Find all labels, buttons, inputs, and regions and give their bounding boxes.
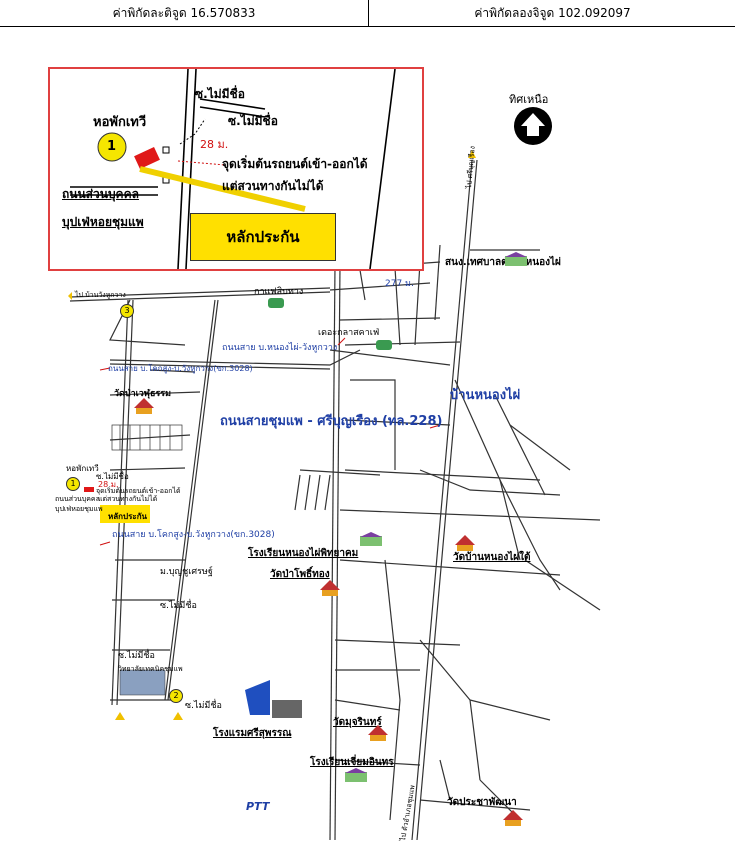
label-distance-277: 277 ม. [385, 279, 414, 289]
inset-road2: บุปเฟ่หอยชุมแพ [62, 215, 144, 229]
label-wat-pa-photong: วัดป่าโพธิ์ทอง [270, 569, 330, 580]
label-cafe-kaleao: เดอะกลาสคาเฟ่ [318, 328, 380, 338]
temple-icon [368, 725, 388, 741]
label-road-khoksung-top: ถนนสาย บ.โคกสูง-บ.วังหูกวาง(ขก.3028) [108, 364, 253, 373]
label-lane-small1: ซ.ไม่มีชื่อ [96, 472, 129, 481]
marker-2: 2 [169, 689, 183, 703]
label-cafe-bus: กาแฟสิบทาง [254, 287, 304, 297]
label-village-bunsiri: ม.บุญชูเศรษฐ์ [160, 567, 213, 577]
label-nongphai-municipality: สนง.เทศบาลตำบลหนองไผ่ [445, 255, 561, 270]
plot-parcel [134, 147, 160, 169]
label-hotel: โรงแรมศรีสุพรรณ [213, 728, 292, 739]
label-entry-small: จุดเริ่มต้นรถยนต์เข้า-ออกได้ [96, 487, 181, 495]
header-divider [368, 0, 369, 27]
temple-icon [503, 810, 523, 826]
label-road-khoksung-bottom: ถนนสาย บ.โคกสูง-บ.วังหูกวาง(ขก.3028) [112, 530, 275, 540]
label-college: วิทยาลัยเทคนิคชุมแพ [118, 665, 183, 673]
collateral-label: หลักประกัน [226, 228, 300, 246]
marker-1-small: 1 [66, 477, 80, 491]
temple-icon [455, 535, 475, 551]
label-wat-ban-nongphai: วัดบ้านหนองไผ่ใต้ [453, 552, 531, 563]
inset-map: หอพักเทวี ซ.ไม่มีชื่อ ซ.ไม่มีชื่อ 28 ม. … [48, 67, 424, 271]
inset-entry-note2: แต่สวนทางกันไม่ได้ [222, 179, 324, 193]
label-wat-pa-wetchatham: วัดป่าเวฬุธรรม [114, 389, 172, 399]
label-wat-mucharin: วัดมุจรินทร์ [333, 717, 382, 728]
marker-1-label: 1 [70, 479, 76, 488]
label-school-chiam: โรงเรียนเจี่ยมอินทร [310, 757, 394, 768]
inset-dorm-label: หอพักเทวี [93, 115, 147, 130]
compass-label: ทิศเหนือ [509, 93, 549, 106]
inset-road1: ถนนส่วนบุคคล [62, 187, 139, 201]
north-arrow-icon [514, 107, 552, 145]
label-ban-nongphai: บ้านหนองไผ่ [450, 388, 521, 403]
school-icon [360, 532, 382, 546]
header-underline [0, 26, 600, 27]
label-nongphai-municipality-text: สนง.เทศบาลตำบลหนองไผ่ [445, 257, 561, 268]
label-ptt: PTT [246, 800, 270, 813]
collateral-box: หลักประกัน [190, 213, 336, 261]
label-to-banwang: ไป บ้านวังหูกวาง [75, 291, 126, 299]
coordinate-header: ค่าพิกัดละติจูด 16.570833 ค่าพิกัดลองจิจ… [0, 0, 735, 28]
compass: ทิศเหนือ [505, 90, 565, 150]
inset-roads [70, 69, 396, 269]
label-road-small2: บุปเฟ่หอยชุมแพ [55, 505, 103, 513]
marker-3-label: 3 [124, 306, 130, 315]
label-collateral-small: หลักประกัน [108, 512, 148, 521]
temple-icon [134, 398, 154, 414]
label-road-nongphai-wangwang: ถนนสาย บ.หนองไผ่-วังหูกวาง [222, 343, 338, 353]
label-lane-small3: ซ.ไม่มีชื่อ [118, 651, 155, 661]
label-entry-small2: แต่สวนทางกันไม่ได้ [98, 495, 158, 503]
cafe-icon [268, 298, 284, 308]
municipality-icon [505, 252, 527, 266]
cafe-icon [376, 340, 392, 350]
school-icon [345, 768, 367, 782]
marker-2-label: 2 [173, 691, 179, 700]
marker-3: 3 [120, 304, 134, 318]
inset-lane2: ซ.ไม่มีชื่อ [228, 114, 278, 128]
label-lane-small4: ซ.ไม่มีชื่อ [185, 701, 222, 711]
inset-distance: 28 ม. [200, 138, 229, 151]
label-main-road: ถนนสายชุมแพ - ศรีบุญเรือง (ทล.228) [220, 414, 443, 429]
label-dist-small: 28 ม. [98, 480, 119, 489]
hotel-marker-shape [245, 680, 270, 715]
inset-marker-label: 1 [107, 139, 117, 154]
latitude-label: ค่าพิกัดละติจูด 16.570833 [112, 5, 256, 20]
temple-icon [320, 580, 340, 596]
inset-entry-note: จุดเริ่มต้นรถยนต์เข้า-ออกได้ [222, 157, 368, 171]
label-dorm-small: หอพักเทวี [66, 464, 99, 473]
label-wat-prachaphatthana: วัดประชาพัฒนา [447, 797, 517, 808]
inset-lane1: ซ.ไม่มีชื่อ [195, 87, 245, 101]
label-lane-small2: ซ.ไม่มีชื่อ [160, 601, 197, 611]
longitude-label: ค่าพิกัดลองจิจูด 102.092097 [474, 5, 631, 20]
label-road-small1: ถนนส่วนบุคคล [55, 495, 100, 503]
header-underline-right [598, 26, 735, 27]
label-school-nongphai: โรงเรียนหนองไผ่พิทยาคม [248, 548, 359, 559]
